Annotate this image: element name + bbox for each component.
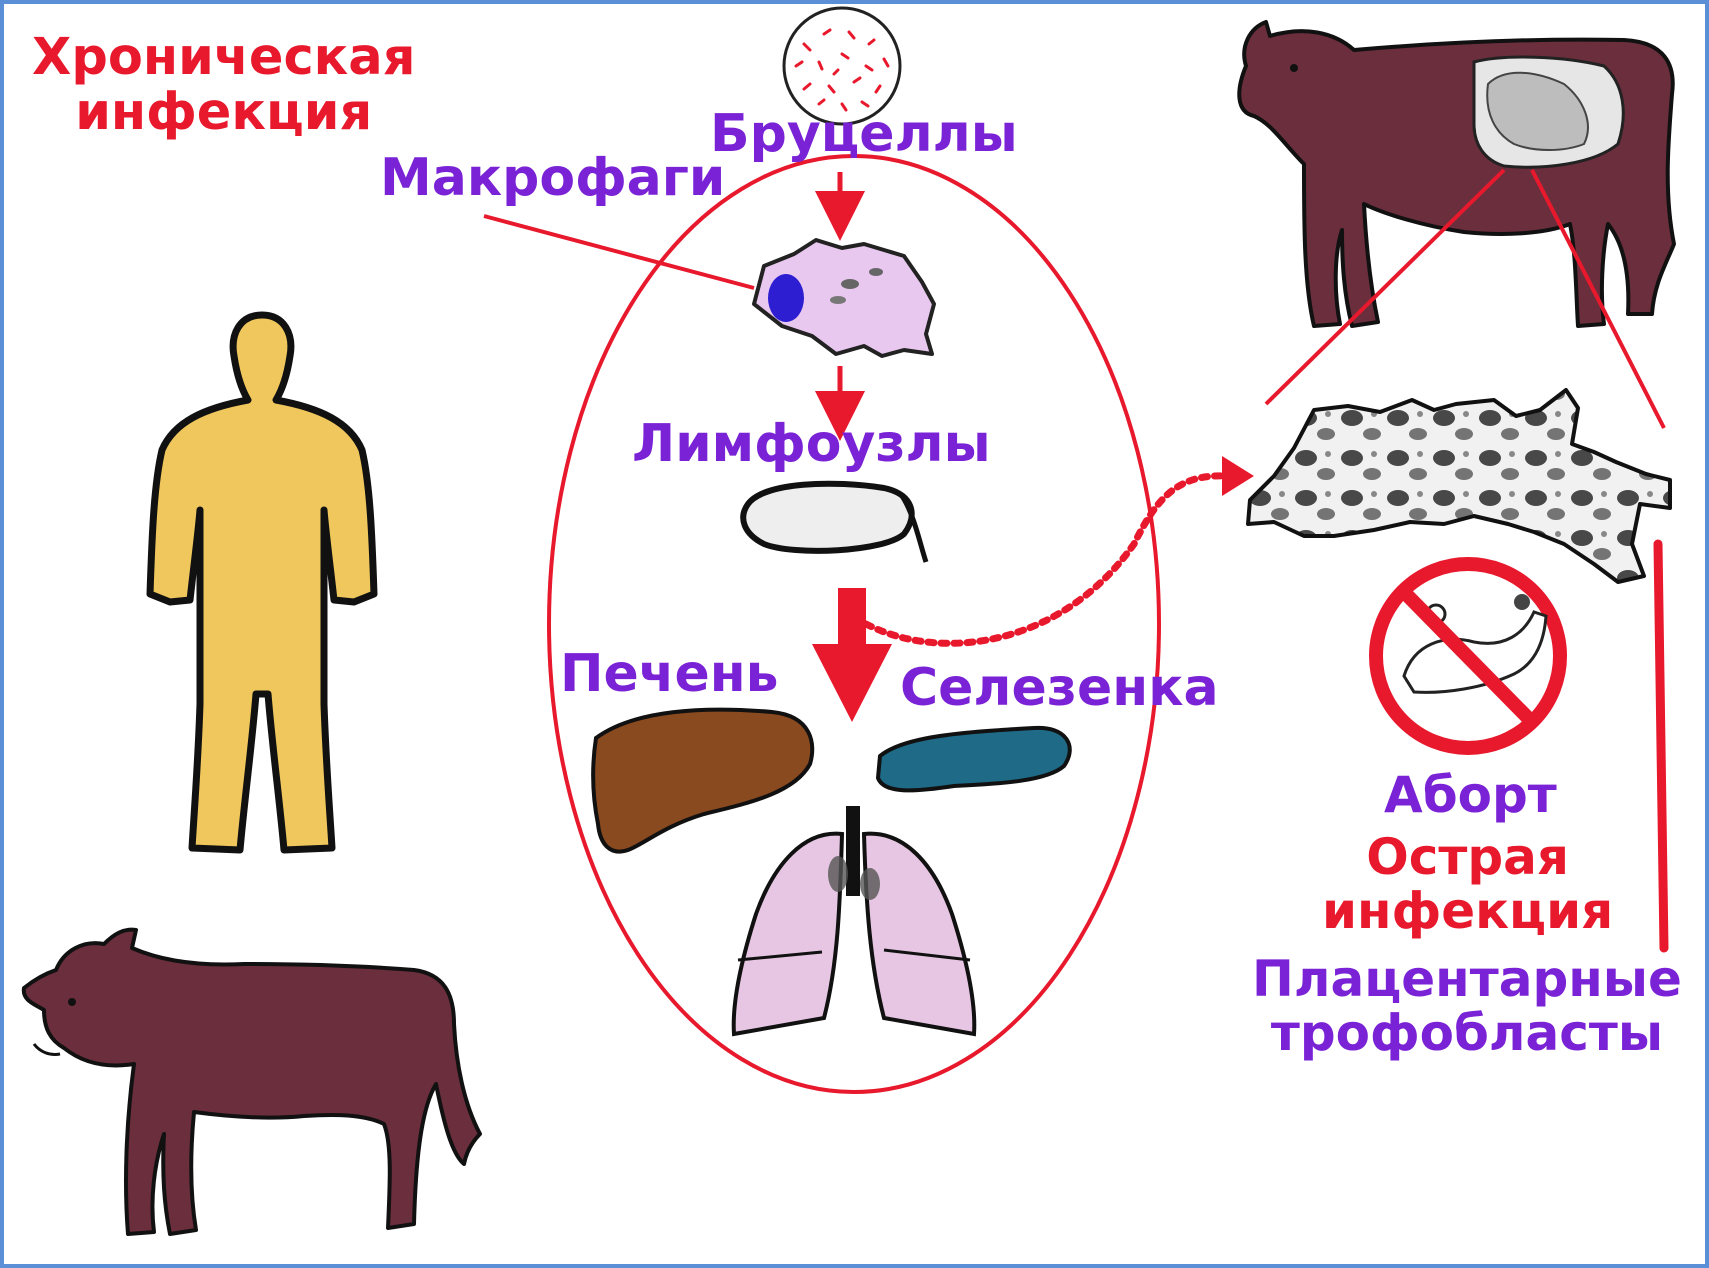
placental-trophoblasts-line-2: трофобласты xyxy=(1252,1006,1682,1060)
brucella-label: Бруцеллы xyxy=(710,106,1018,162)
chronic-infection-line-2: инфекция xyxy=(32,85,415,140)
placenta-tissue-icon xyxy=(1248,390,1670,582)
macrophage-cell-icon xyxy=(754,240,934,356)
chronic-infection-line-1: Хроническая xyxy=(32,30,415,85)
placental-trophoblasts-label: Плацентарные трофобласты xyxy=(1252,952,1682,1060)
spleen-icon xyxy=(878,728,1070,791)
macrophage-pointer-line xyxy=(484,216,754,288)
lymph-node-icon xyxy=(743,484,926,562)
human-figure-icon xyxy=(150,315,374,850)
arrow-lymph-to-organs xyxy=(812,588,892,722)
acute-infection-label: Острая инфекция xyxy=(1322,830,1613,938)
lymph-nodes-label: Лимфоузлы xyxy=(632,416,991,472)
liver-label: Печень xyxy=(560,646,779,702)
acute-infection-line-2: инфекция xyxy=(1322,884,1613,938)
chronic-infection-label: Хроническая инфекция xyxy=(32,30,415,140)
no-calf-prohibition-icon xyxy=(1376,564,1560,748)
pregnant-cow-icon xyxy=(1239,22,1674,326)
abortion-label: Аборт xyxy=(1384,768,1557,822)
lungs-icon xyxy=(734,806,975,1034)
macrophages-label: Макрофаги xyxy=(380,150,725,206)
cow-icon xyxy=(24,930,480,1234)
placental-trophoblasts-line-1: Плацентарные xyxy=(1252,952,1682,1006)
liver-icon xyxy=(593,710,812,852)
acute-bracket-line xyxy=(1658,544,1664,948)
acute-infection-line-1: Острая xyxy=(1322,830,1613,884)
spleen-label: Селезенка xyxy=(900,660,1219,716)
diagram-artwork xyxy=(4,4,1709,1268)
